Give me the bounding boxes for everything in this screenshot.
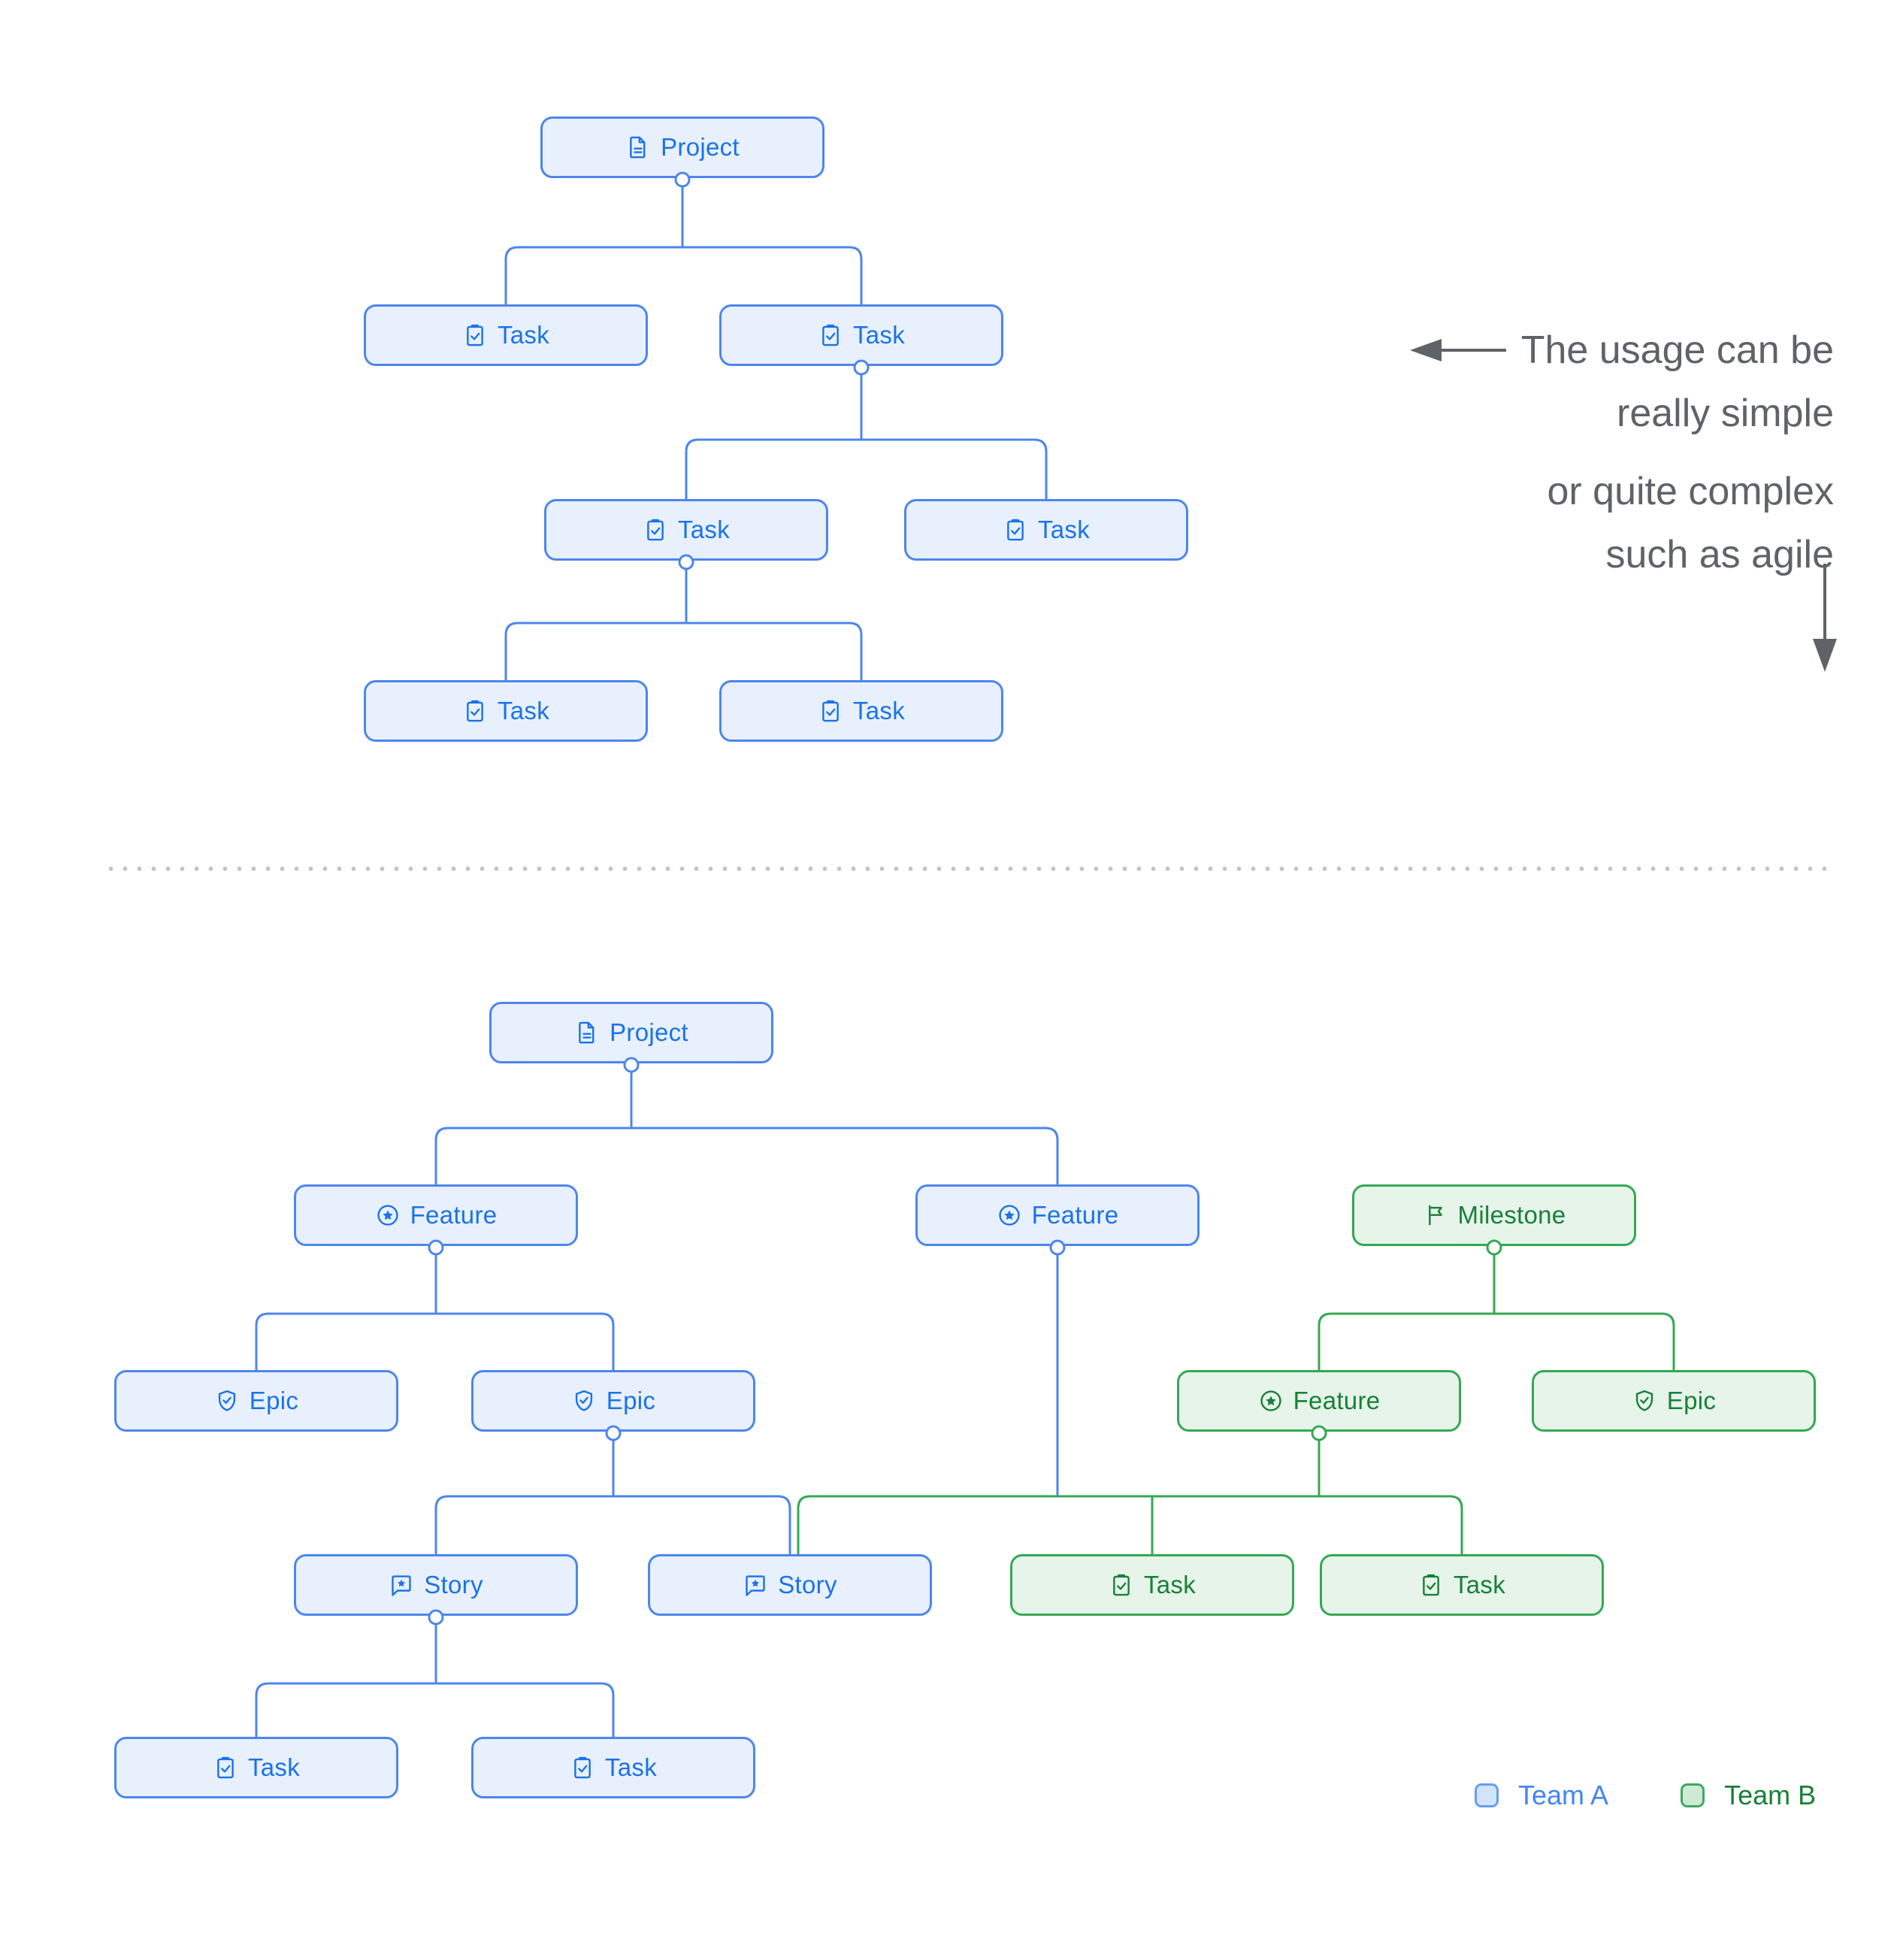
node-task: Task: [544, 499, 828, 561]
team-a-swatch: [1475, 1783, 1499, 1807]
node-label: Task: [1453, 1571, 1506, 1599]
node-feature: Feature: [915, 1184, 1200, 1246]
node-label: Task: [852, 321, 906, 349]
node-label: Task: [604, 1753, 658, 1781]
story-icon: [743, 1572, 768, 1598]
legend-item-team-a: Team A: [1475, 1780, 1608, 1811]
node-task: Task: [1010, 1554, 1294, 1616]
annotation-line: The usage can be: [1520, 328, 1834, 372]
annotation-line: such as agile: [1605, 533, 1834, 576]
node-label: Task: [497, 321, 550, 349]
node-label: Story: [778, 1571, 837, 1599]
milestone-icon: [1423, 1202, 1448, 1228]
node-label: Project: [661, 133, 740, 161]
node-project: Project: [489, 1002, 773, 1063]
node-milestone: Milestone: [1352, 1184, 1636, 1246]
node-label: Task: [1037, 516, 1091, 543]
node-label: Task: [852, 697, 906, 724]
task-icon: [818, 322, 843, 348]
story-icon: [389, 1572, 414, 1598]
legend-item-team-b: Team B: [1681, 1780, 1816, 1811]
node-label: Feature: [1293, 1387, 1381, 1414]
task-icon: [570, 1755, 595, 1780]
node-feature: Feature: [1177, 1370, 1461, 1432]
task-icon: [462, 698, 488, 724]
epic-icon: [214, 1388, 240, 1414]
node-task: Task: [364, 680, 648, 742]
node-label: Project: [610, 1018, 688, 1046]
legend-label: Team B: [1724, 1780, 1817, 1810]
node-epic: Epic: [471, 1370, 755, 1432]
project-icon: [574, 1020, 600, 1045]
node-epic: Epic: [1532, 1370, 1816, 1432]
epic-icon: [1632, 1388, 1657, 1414]
node-label: Feature: [410, 1201, 498, 1229]
project-icon: [625, 135, 651, 160]
node-story: Story: [294, 1554, 578, 1616]
task-icon: [1003, 517, 1028, 543]
node-task: Task: [719, 680, 1003, 742]
node-task: Task: [719, 304, 1003, 366]
node-task: Task: [471, 1737, 755, 1798]
task-icon: [462, 322, 488, 348]
section-divider: [104, 866, 1831, 872]
task-icon: [643, 517, 668, 543]
task-icon: [213, 1755, 238, 1780]
feature-icon: [1258, 1388, 1284, 1414]
node-label: Epic: [606, 1387, 656, 1414]
annotation-line: really simple: [1617, 392, 1834, 435]
node-project: Project: [540, 116, 824, 178]
feature-icon: [375, 1202, 401, 1228]
node-label: Feature: [1031, 1201, 1119, 1229]
node-task: Task: [364, 304, 648, 366]
team-b-swatch: [1681, 1783, 1705, 1807]
legend: Team A Team B: [1475, 1780, 1816, 1811]
node-label: Milestone: [1457, 1201, 1566, 1229]
down-arrow-icon: [1813, 564, 1837, 672]
epic-icon: [571, 1388, 597, 1414]
node-task: Task: [114, 1737, 398, 1798]
node-epic: Epic: [114, 1370, 398, 1432]
node-task: Task: [904, 499, 1188, 561]
task-icon: [818, 698, 843, 724]
node-label: Epic: [1666, 1387, 1717, 1414]
feature-icon: [997, 1202, 1022, 1228]
node-label: Story: [424, 1571, 483, 1599]
node-feature: Feature: [294, 1184, 578, 1246]
left-arrow-icon: [1410, 339, 1506, 361]
legend-label: Team A: [1518, 1780, 1609, 1810]
task-icon: [1109, 1572, 1134, 1598]
node-story: Story: [648, 1554, 932, 1616]
node-label: Task: [497, 697, 550, 724]
task-icon: [1418, 1572, 1444, 1598]
node-label: Task: [677, 516, 731, 543]
annotation-text: The usage can be really simple or quite …: [1521, 319, 1834, 586]
node-label: Task: [247, 1753, 301, 1781]
annotation-line: or quite complex: [1547, 470, 1834, 513]
node-task: Task: [1320, 1554, 1604, 1616]
node-label: Task: [1143, 1571, 1197, 1599]
node-label: Epic: [249, 1387, 299, 1414]
